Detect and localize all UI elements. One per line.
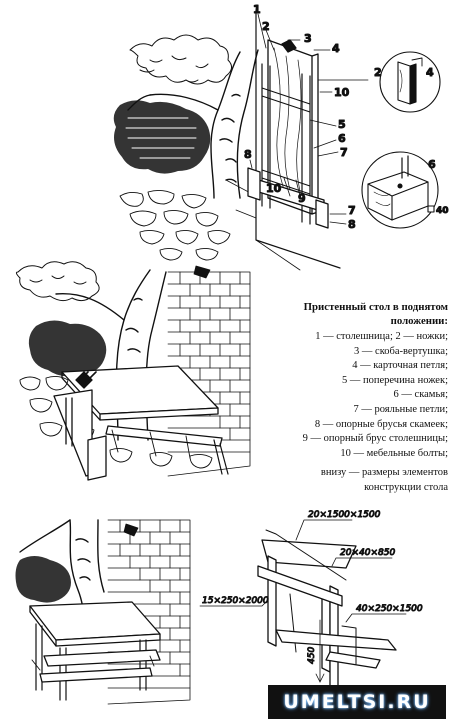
callout-7a: 7 (340, 146, 348, 159)
caption-item: 9 — опорный брус столешницы; (302, 433, 448, 445)
callout-8a: 8 (244, 148, 252, 161)
dimension-tabletop: 20×1500×1500 (308, 510, 381, 520)
lowered-tabletop (29, 601, 161, 701)
bottom-left-drawing-lowered-table (15, 519, 191, 705)
paving-stones-top (119, 189, 231, 261)
watermark-badge: UMELTSI.RU (268, 685, 446, 719)
callout-4: 4 (332, 42, 340, 55)
middle-drawing-raised-table (15, 261, 251, 481)
detail-label-2: 2 (374, 66, 382, 79)
caption-item: 5 — поперечина ножек; (341, 374, 448, 386)
detail-label-40: 40 (436, 206, 449, 216)
detail-label-6: 6 (428, 158, 436, 171)
callout-leaders-top (249, 13, 369, 225)
callout-6: 6 (338, 132, 346, 145)
bush-shadow-middle (28, 320, 107, 377)
callout-10b: 10 (266, 182, 282, 195)
tree-trunk-top (127, 49, 259, 199)
bush-shadow-top (113, 100, 211, 174)
raised-tabletop (53, 365, 229, 481)
caption-item: 1 — столешница; 2 — ножки; (315, 331, 448, 342)
dimension-labels: 20×1500×1500 20×40×850 15×250×2000 40×25… (202, 510, 424, 665)
callout-1: 1 (253, 3, 261, 16)
callout-5: 5 (338, 118, 346, 131)
dimensions-diagram (199, 519, 407, 703)
dimension-leg: 20×40×850 (340, 548, 395, 558)
callout-7b: 7 (348, 204, 356, 217)
figure-caption: Пристенный стол в поднятом положении: 1 … (268, 300, 448, 496)
caption-item: 3 — скоба-вертушка; (354, 345, 448, 357)
watermark-text: UMELTSI.RU (283, 691, 431, 713)
tree-foliage-middle (15, 261, 100, 302)
caption-item: 4 — карточная петля; (352, 360, 448, 372)
tree-foliage-top (129, 34, 232, 85)
caption-footnote: внизу — размеры элементов конструкции ст… (320, 467, 448, 493)
tree-trunk-bottom (19, 519, 105, 621)
caption-item: 8 — опорные брусья скамеек; (314, 418, 448, 430)
caption-item: 10 — мебельные болты; (340, 447, 448, 459)
callout-labels-top: 1 2 3 4 10 5 6 7 8 10 9 7 8 2 4 6 40 (244, 3, 450, 232)
folded-tabletop (247, 39, 329, 229)
callout-3: 3 (304, 32, 312, 45)
callout-2: 2 (262, 20, 270, 33)
caption-item: 6 — скамья; (393, 389, 448, 401)
callout-9: 9 (298, 192, 306, 205)
dimension-height: 450 (307, 647, 317, 664)
caption-item: 7 — рояльные петли; (353, 403, 449, 415)
caption-title: Пристенный стол в поднятом положении: (303, 301, 448, 327)
detail-circle-support (361, 151, 439, 229)
callout-10a: 10 (334, 86, 350, 99)
brick-wall-bottom (107, 519, 191, 705)
callout-8b: 8 (348, 218, 356, 231)
detail-label-4: 4 (426, 66, 434, 79)
dimension-bench: 40×250×1500 (356, 604, 423, 614)
bush-shadow-bottom (15, 556, 71, 603)
detail-circle-hinge (379, 51, 441, 113)
top-drawing-folded-table: 1 2 3 4 10 5 6 7 8 10 9 7 8 2 4 6 40 (113, 3, 450, 271)
dimension-crossbar: 15×250×2000 (202, 596, 269, 606)
